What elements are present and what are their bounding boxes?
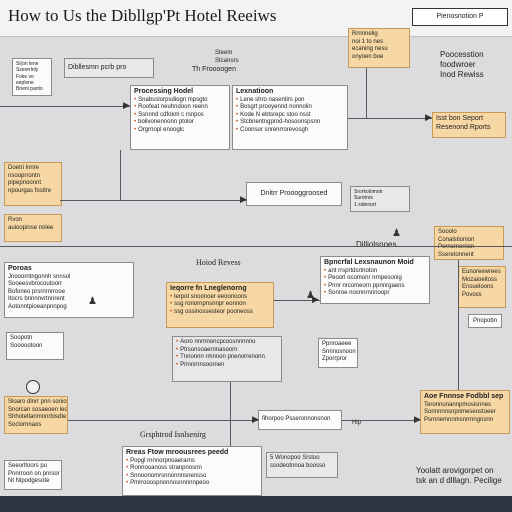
- processing-dialog: Dnitrr Proooggroosed: [246, 182, 342, 206]
- source-panel: Poroas Jnooorntngonnh snnsol Sooeesvbroc…: [4, 262, 134, 318]
- arrow-right-icon: ▶: [240, 194, 247, 204]
- sticky-note-right: Sooolo Conalstionion Porncrnorrion Ssere…: [434, 226, 504, 260]
- engineering-card: Ieqorre fn Lneglenorng •lerpot snoonoer …: [166, 282, 274, 328]
- connector-band: [0, 246, 512, 247]
- connector-center-vertical: [230, 382, 231, 446]
- hip-label: Hip: [352, 420, 362, 426]
- graph-label: Grsphtrod Isnlsenirg: [140, 430, 206, 439]
- explanation-title: Lexnatioon: [236, 88, 274, 95]
- process-chip: fihorpoo Psseronnonsnon: [258, 410, 342, 430]
- explanation-card: Lexnatioon •Lene shro nasentirs pon •Bos…: [232, 85, 348, 150]
- arrow-right-icon: ▶: [252, 414, 259, 424]
- connector-top-vertical: [366, 68, 367, 118]
- connector-middle-vertical: [120, 150, 121, 200]
- arrow-right-icon: ▶: [414, 414, 421, 424]
- feature-block: •Aoro nnrnnoncpcoosnnnnno •Ptrsonsoaernn…: [172, 336, 282, 382]
- sticky-note-left: Doetri lnnre nsooprrontn pipepnoonnt npo…: [4, 162, 62, 206]
- step-label-1: Steem: [215, 50, 233, 56]
- arrow-right-icon: ▶: [312, 294, 319, 304]
- flow-caption: Th Froooogen: [192, 66, 236, 73]
- output-chip: Pnopobn: [468, 314, 502, 328]
- processing-model-card: Processing Hodel •Snabsstorpsdiogn mpsgt…: [130, 85, 230, 150]
- arrow-right-icon: ▶: [425, 112, 432, 122]
- connector-center: [274, 300, 320, 301]
- person-icon: ♟: [306, 290, 315, 301]
- source-small-box: Soopotn Soooootoon: [6, 332, 64, 360]
- output-note-box: Seeorltoors pu Pnnrroon on pnrsor Nt Nip…: [4, 460, 62, 490]
- small-card: Ppnroaeee Snnnosnoon Zporrpror: [318, 338, 358, 368]
- header-tag: Pienosnotion P: [412, 8, 508, 26]
- report-card: Isst bon Seport Resenond Rports: [432, 112, 506, 138]
- hotel-reviews-label: Hoiod Revess: [196, 258, 241, 267]
- review-card: Rreas Ftow mroousrees peedd •Popgl rnnno…: [122, 446, 262, 496]
- sticky-note-right-2: Eunoreewrees Mozaioeitoss Ensueloons Pov…: [458, 266, 506, 308]
- person-icon: ♟: [88, 296, 97, 307]
- bottom-bar: [0, 496, 512, 512]
- explanation-model-card: Bpncrfal Lexsnaunon Moid •ant rrsprtdsrt…: [320, 256, 430, 304]
- footer-note: Yoolatt arovigorpet on tsk an d dlllagn.…: [416, 466, 502, 485]
- step-label-2: Stcanors: [215, 58, 239, 64]
- arrow-right-icon: ▶: [123, 100, 130, 110]
- processing-title: Processing Hodel: [134, 88, 194, 95]
- header: How to Us the Dibllgp'Pt Hotel Reeiws Pi…: [0, 0, 512, 37]
- connector-lower-right: [342, 420, 420, 421]
- reviews-box: 5 Wonopoo Srstoo ssodeotnnoa boosso: [266, 452, 338, 478]
- distribution-label: Dilliolsnoes: [356, 240, 397, 249]
- person-icon: ♟: [392, 228, 401, 239]
- node-circle-icon: [26, 380, 40, 394]
- source-note: Si(on lene Sseorrlnly Foke vo eeplone Bo…: [12, 58, 52, 96]
- status-chip: Srorkolomotr Surotnrs 1 sidenort: [350, 186, 410, 212]
- page-title: How to Us the Dibllgp'Pt Hotel Reeiws: [8, 6, 277, 25]
- feedback-card: Aoe Fnnnse Fodbbl sep Teronnunannpmosisn…: [420, 390, 510, 434]
- connector-top-left: [0, 106, 130, 107]
- sticky-note-left-sub: Rvon auioopinse nolee: [4, 214, 62, 242]
- input-panel: Dibllesmn pcrb pro: [64, 58, 154, 78]
- connector-right-vertical: [458, 260, 459, 390]
- connector-middle: [60, 200, 246, 201]
- connector-top-right: [348, 118, 432, 119]
- sticky-note-lower: Sloaro dlnrr pnn sonioor Snorcan sosaeoe…: [4, 396, 68, 434]
- sticky-note-top: Rrnnnelig noi 1 to nes ecaning nesu onyo…: [348, 28, 410, 68]
- connector-lower: [68, 420, 258, 421]
- process-note: Poocesstion foodwroer Inod Rewiss: [440, 50, 484, 79]
